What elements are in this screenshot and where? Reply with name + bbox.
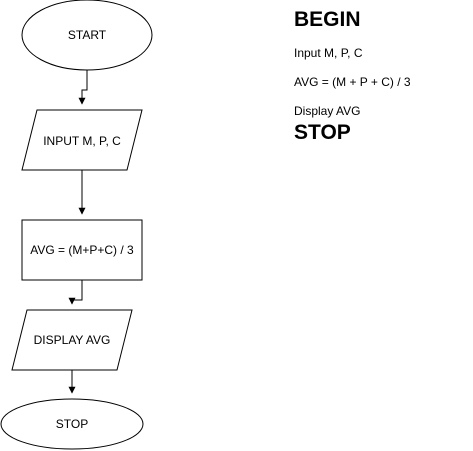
pseudocode-stop: STOP	[294, 121, 351, 144]
pseudocode-line-input: Input M, P, C	[294, 46, 363, 60]
connector-process-to-display	[68, 280, 83, 305]
start-node-label: START	[68, 28, 107, 42]
stop-node: STOP	[0, 398, 144, 450]
input-node: INPUT M, P, C	[21, 109, 143, 171]
process-node-label: AVG = (M+P+C) / 3	[30, 243, 134, 257]
pseudocode-block: BEGIN Input M, P, C AVG = (M + P + C) / …	[294, 8, 469, 145]
display-node: DISPLAY AVG	[11, 309, 133, 371]
stop-node-label: STOP	[56, 417, 88, 431]
start-node: START	[21, 0, 153, 71]
process-node: AVG = (M+P+C) / 3	[21, 219, 143, 281]
connector-start-to-input	[78, 70, 88, 105]
display-node-label: DISPLAY AVG	[34, 333, 111, 347]
input-node-label: INPUT M, P, C	[43, 134, 121, 148]
pseudocode-line-compute: AVG = (M + P + C) / 3	[294, 75, 411, 89]
pseudocode-line-display: Display AVG	[294, 104, 361, 118]
pseudocode-begin: BEGIN	[294, 8, 361, 31]
